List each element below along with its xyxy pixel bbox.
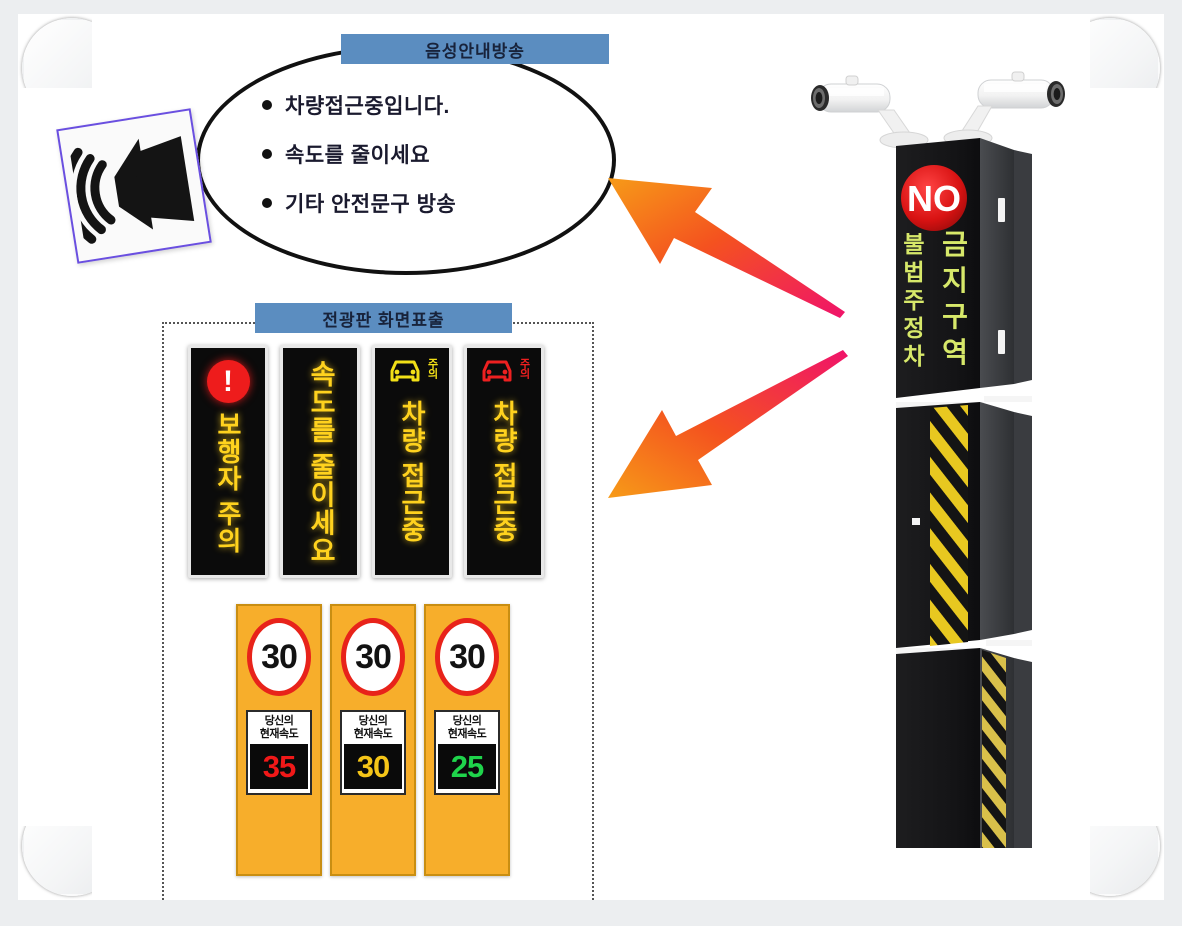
current-speed-box: 당신의 현재속도 25 [434, 710, 500, 795]
current-speed-label-line1: 당신의 [264, 715, 294, 727]
led-panel-row: ! 보행자 주의 속도를 줄이세요 주의 차량 접근중 [188, 345, 568, 580]
no-badge-label: NO [907, 178, 961, 219]
current-speed-label-line2: 현재속도 [353, 728, 393, 740]
current-speed-label-line1: 당신의 [358, 715, 388, 727]
led-panel-vehicle-approach-yellow[interactable]: 주의 차량 접근중 [372, 345, 452, 578]
speaker-icon-card [56, 108, 212, 264]
led-caution-label: 주의 [518, 358, 530, 378]
led-panel-text: 차량 접근중 [397, 400, 427, 544]
hazard-stripe-panel [982, 650, 1006, 848]
speed-limit-value: 30 [435, 618, 499, 696]
svg-text:금: 금 [942, 229, 968, 260]
current-speed-label-line2: 현재속도 [447, 728, 487, 740]
svg-text:불: 불 [903, 231, 924, 257]
svg-text:역: 역 [942, 337, 968, 368]
connector-arrows [608, 178, 848, 498]
voice-section-banner: 음성안내방송 [341, 34, 609, 64]
svg-text:주: 주 [903, 287, 924, 313]
speed-limit-value: 30 [341, 618, 405, 696]
pole-lower-section [896, 640, 1032, 848]
current-speed-value: 35 [250, 744, 308, 789]
bullet-icon [262, 149, 272, 159]
led-panel-text: 속도를 줄이세요 [305, 360, 336, 565]
pole-mid-section [896, 396, 1032, 648]
bullet-icon [262, 198, 272, 208]
svg-text:법: 법 [903, 259, 924, 285]
svg-text:지: 지 [942, 265, 968, 296]
voice-announcement-list: 차량접근중입니다. 속도를 줄이세요 기타 안전문구 방송 [262, 90, 592, 237]
svg-text:구: 구 [942, 301, 968, 332]
current-speed-box: 당신의 현재속도 35 [246, 710, 312, 795]
svg-text:정: 정 [903, 315, 924, 341]
current-speed-value: 25 [438, 744, 496, 789]
bullet-icon [262, 100, 272, 110]
led-panel-slow-down[interactable]: 속도를 줄이세요 [280, 345, 360, 578]
cctv-pole-assembly: NO 금 지 구 역 불 법 주 정 차 [811, 71, 1065, 848]
speaker-icon [68, 136, 195, 244]
cctv-camera-right [943, 71, 1065, 147]
speed-limit-value: 30 [247, 618, 311, 696]
led-panel-text: 차량 접근중 [489, 400, 519, 544]
no-parking-badge [901, 165, 967, 231]
current-speed-label-line2: 현재속도 [259, 728, 299, 740]
hazard-stripe-panel [930, 405, 968, 646]
svg-text:차: 차 [903, 343, 924, 369]
list-item: 기타 안전문구 방송 [262, 188, 592, 218]
car-front-icon [390, 360, 420, 382]
current-speed-value: 30 [344, 744, 402, 789]
arrow-to-voice-section [608, 178, 845, 318]
pole-sign-housing: NO 금 지 구 역 불 법 주 정 차 [896, 138, 1032, 398]
announcement-text: 차량접근중입니다. [285, 95, 450, 118]
speed-sign-over-limit[interactable]: 30 당신의 현재속도 35 [236, 604, 322, 876]
current-speed-box: 당신의 현재속도 30 [340, 710, 406, 795]
speed-sign-under-limit[interactable]: 30 당신의 현재속도 25 [424, 604, 510, 876]
led-panel-vehicle-approach-red[interactable]: 주의 차량 접근중 [464, 345, 544, 578]
list-item: 차량접근중입니다. [262, 90, 592, 120]
announcement-text: 속도를 줄이세요 [285, 144, 431, 167]
current-speed-label-line1: 당신의 [452, 715, 482, 727]
led-section-banner: 전광판 화면표출 [255, 303, 512, 333]
announcement-text: 기타 안전문구 방송 [285, 193, 457, 216]
speed-sign-row: 30 당신의 현재속도 35 30 당신의 현재속도 30 30 당신의 현재속… [236, 604, 518, 882]
arrow-to-led-section [608, 350, 848, 498]
list-item: 속도를 줄이세요 [262, 139, 592, 169]
cctv-camera-left [811, 75, 929, 149]
led-panel-text: 보행자 주의 [213, 411, 243, 555]
exclamation-circle-icon: ! [206, 360, 250, 403]
led-panel-pedestrian-warning[interactable]: ! 보행자 주의 [188, 345, 268, 578]
car-front-icon [482, 360, 512, 382]
speed-sign-at-limit[interactable]: 30 당신의 현재속도 30 [330, 604, 416, 876]
led-caution-label: 주의 [426, 358, 438, 378]
